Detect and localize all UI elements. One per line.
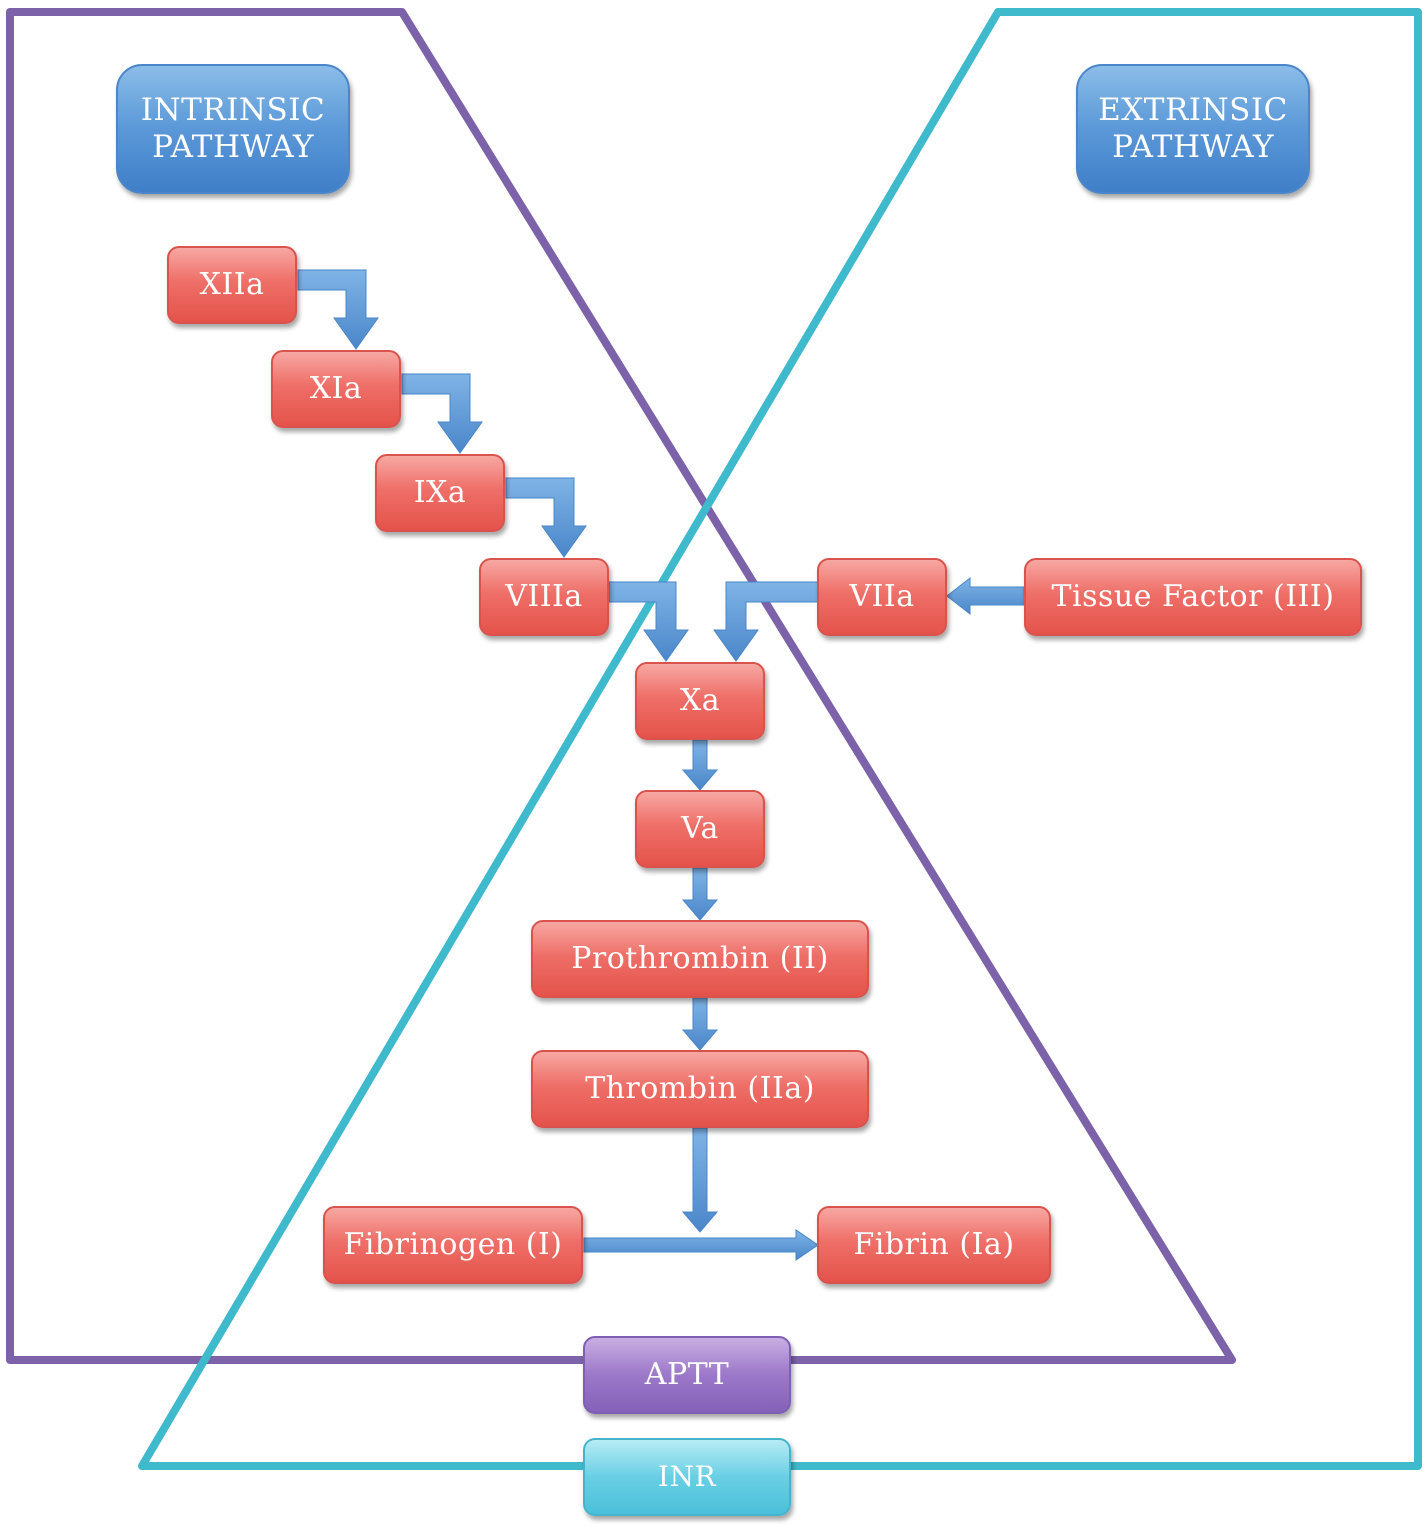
factor-viia: VIIa [817, 558, 947, 636]
factor-prothrombin: Prothrombin (II) [531, 920, 869, 998]
factor-viiia: VIIIa [479, 558, 609, 636]
arrow-va-prothrombin [681, 867, 719, 921]
inr-test-label: INR [583, 1438, 791, 1516]
arrow-xia-ixa [401, 373, 483, 454]
aptt-test-label: APTT [583, 1336, 791, 1414]
arrow-fibrinogen-fibrin [583, 1229, 819, 1261]
factor-xiia: XIIa [167, 246, 297, 324]
factor-xia: XIa [271, 350, 401, 428]
factor-xiia-label: XIIa [199, 267, 265, 302]
factor-xia-label: XIa [309, 371, 363, 406]
arrow-tissue-factor-viia [946, 576, 1025, 616]
factor-ixa-label: IXa [413, 475, 467, 510]
factor-va-label: Va [681, 811, 719, 846]
arrow-xiia-xia [297, 269, 379, 350]
inr-test-text: INR [657, 1460, 717, 1494]
factor-va: Va [635, 790, 765, 868]
factor-fibrin-label: Fibrin (Ia) [853, 1227, 1015, 1262]
intrinsic-pathway-label: INTRINSIC PATHWAY [116, 64, 350, 194]
factor-viiia-label: VIIIa [505, 579, 583, 614]
arrow-thrombin-conversion [681, 1127, 719, 1233]
arrow-ixa-viiia [505, 477, 587, 558]
factor-fibrin: Fibrin (Ia) [817, 1206, 1051, 1284]
arrow-viiia-xa [608, 581, 689, 662]
factor-ixa: IXa [375, 454, 505, 532]
factor-xa: Xa [635, 662, 765, 740]
extrinsic-pathway-label: EXTRINSIC PATHWAY [1076, 64, 1310, 194]
arrow-viia-xa [713, 581, 819, 662]
extrinsic-pathway-text: EXTRINSIC PATHWAY [1098, 91, 1288, 165]
factor-thrombin-label: Thrombin (IIa) [585, 1071, 815, 1106]
factor-fibrinogen: Fibrinogen (I) [323, 1206, 583, 1284]
intrinsic-region-outline [6, 8, 1236, 1364]
factor-xa-label: Xa [679, 683, 721, 718]
factor-viia-label: VIIa [849, 579, 915, 614]
extrinsic-region-outline [138, 8, 1422, 1470]
arrow-xa-va [681, 739, 719, 791]
arrow-prothrombin-thrombin [681, 997, 719, 1051]
factor-fibrinogen-label: Fibrinogen (I) [343, 1227, 563, 1262]
factor-tissue-factor-label: Tissue Factor (III) [1051, 579, 1335, 614]
factor-tissue-factor: Tissue Factor (III) [1024, 558, 1362, 636]
aptt-test-text: APTT [644, 1357, 730, 1392]
intrinsic-pathway-text: INTRINSIC PATHWAY [140, 91, 326, 165]
factor-prothrombin-label: Prothrombin (II) [571, 941, 829, 976]
factor-thrombin: Thrombin (IIa) [531, 1050, 869, 1128]
